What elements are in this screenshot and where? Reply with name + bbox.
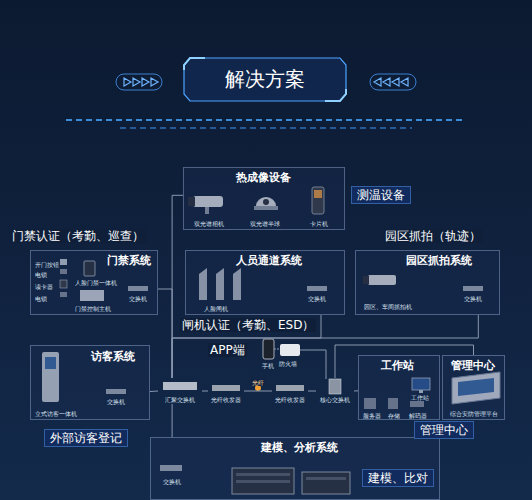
device-label: 汇聚交换机 bbox=[165, 396, 195, 403]
callout-label: 园区抓拍（轨迹） bbox=[383, 229, 483, 243]
dashed-rule bbox=[66, 120, 466, 128]
network-devices-part bbox=[329, 379, 341, 394]
box-heading: 门禁系统 bbox=[107, 254, 151, 268]
device-node: 光纤收发器 bbox=[208, 378, 244, 404]
system-box: 园区抓拍系统园区、车间抓拍机 交换机 bbox=[355, 250, 500, 315]
title-frame bbox=[116, 58, 416, 101]
arrow-decoration-part bbox=[124, 78, 158, 86]
box-heading: 访客系统 bbox=[91, 350, 135, 364]
dashed-rule-part bbox=[120, 127, 412, 129]
box-heading: 工作站 bbox=[381, 359, 414, 373]
network-link bbox=[308, 391, 316, 392]
device-label: 存储 bbox=[388, 412, 400, 419]
device-label: 电锁 bbox=[35, 271, 47, 278]
box-heading: 管理中心 bbox=[451, 359, 495, 373]
callout-label: 测温设备 bbox=[351, 186, 411, 204]
device-label: 园区、车间抓拍机 bbox=[364, 303, 412, 310]
app-firewall-part bbox=[300, 350, 326, 379]
device-label: 工作站 bbox=[411, 394, 429, 401]
device-label: 交换机 bbox=[308, 295, 326, 302]
device-label: 双光谱相机 bbox=[194, 220, 224, 227]
app-firewall bbox=[263, 339, 326, 379]
system-box: 人员通道系统人脸闸机 交换机 bbox=[185, 250, 345, 315]
network-link bbox=[158, 289, 172, 378]
device-label: 核心交换机 bbox=[320, 396, 350, 403]
box-heading: 园区抓拍系统 bbox=[406, 254, 472, 268]
device-label: 手机 bbox=[262, 362, 274, 369]
title-frame-part bbox=[184, 58, 346, 101]
title-frame-part bbox=[116, 74, 162, 90]
device-node: 汇聚交换机 bbox=[158, 378, 202, 404]
dashed-rule-part bbox=[66, 119, 466, 121]
device-label: 门禁控制主机 bbox=[75, 305, 111, 312]
system-box: 门禁系统开门按钮电锁读卡器电锁人脸门禁一体机门禁控制主机交换机 bbox=[30, 250, 158, 315]
network-devices-part bbox=[276, 385, 304, 391]
device-label: 交换机 bbox=[163, 478, 181, 485]
device-node: 光纤收发器 bbox=[272, 378, 308, 404]
callout-label: 建模、比对 bbox=[362, 469, 434, 487]
device-label: 解码器 bbox=[409, 412, 427, 419]
title-frame-part bbox=[184, 58, 346, 101]
network-devices-part bbox=[212, 385, 240, 391]
network-link bbox=[172, 195, 183, 378]
device-label: 服务器 bbox=[363, 412, 381, 419]
device-label: 交换机 bbox=[107, 398, 125, 405]
network-link bbox=[172, 404, 173, 437]
device-node: 核心交换机 bbox=[316, 378, 354, 404]
arrow-decoration-part bbox=[374, 78, 408, 86]
title-frame-part bbox=[370, 74, 416, 90]
box-heading: 建模、分析系统 bbox=[261, 441, 338, 455]
device-label: 双光谱半球 bbox=[250, 220, 280, 227]
system-box: 访客系统立式访客一体机 交换机 bbox=[30, 345, 150, 420]
device-label: 卡片机 bbox=[310, 220, 328, 227]
network-link bbox=[202, 391, 208, 392]
device-label: 综合安防管理平台 bbox=[450, 410, 498, 417]
network-link bbox=[150, 391, 158, 393]
callout-label: APP端 bbox=[208, 343, 247, 357]
app-firewall-part bbox=[263, 339, 274, 359]
callout-label: 门禁认证（考勤、巡查） bbox=[10, 229, 146, 243]
network-link bbox=[172, 315, 321, 378]
box-heading: 人员通道系统 bbox=[236, 254, 302, 268]
title-text: 解决方案 bbox=[225, 67, 305, 91]
edge-label: 光纤 bbox=[251, 379, 265, 386]
device-label: 光纤收发器 bbox=[211, 396, 241, 403]
system-box: 热成像设备双光谱相机 双光谱半球 卡片机 bbox=[183, 167, 345, 230]
box-heading: 热成像设备 bbox=[236, 171, 291, 185]
callout-label: 外部访客登记 bbox=[44, 429, 128, 447]
system-box: 管理中心综合安防管理平台 bbox=[442, 355, 505, 420]
device-label: 人脸门禁一体机 bbox=[75, 279, 117, 286]
network-devices-part bbox=[163, 382, 197, 390]
network-devices bbox=[163, 379, 341, 394]
device-label: 开门按钮 bbox=[35, 261, 59, 268]
device-label: 光纤收发器 bbox=[275, 396, 305, 403]
device-label: 交换机 bbox=[464, 295, 482, 302]
callout-label: 管理中心 bbox=[414, 421, 474, 439]
device-label: 交换机 bbox=[129, 295, 147, 302]
device-label: 电锁 bbox=[35, 295, 47, 302]
network-link bbox=[244, 391, 272, 392]
app-firewall-part bbox=[274, 349, 280, 350]
device-label: 防火墙 bbox=[279, 360, 297, 367]
system-box: 工作站工作站服务器存储解码器 bbox=[358, 355, 440, 420]
app-firewall-part bbox=[280, 344, 300, 356]
device-label: 读卡器 bbox=[35, 283, 53, 290]
device-label: 人脸闸机 bbox=[204, 305, 228, 312]
device-label: 立式访客一体机 bbox=[35, 410, 77, 417]
callout-label: 闸机认证（考勤、ESD） bbox=[180, 318, 316, 332]
